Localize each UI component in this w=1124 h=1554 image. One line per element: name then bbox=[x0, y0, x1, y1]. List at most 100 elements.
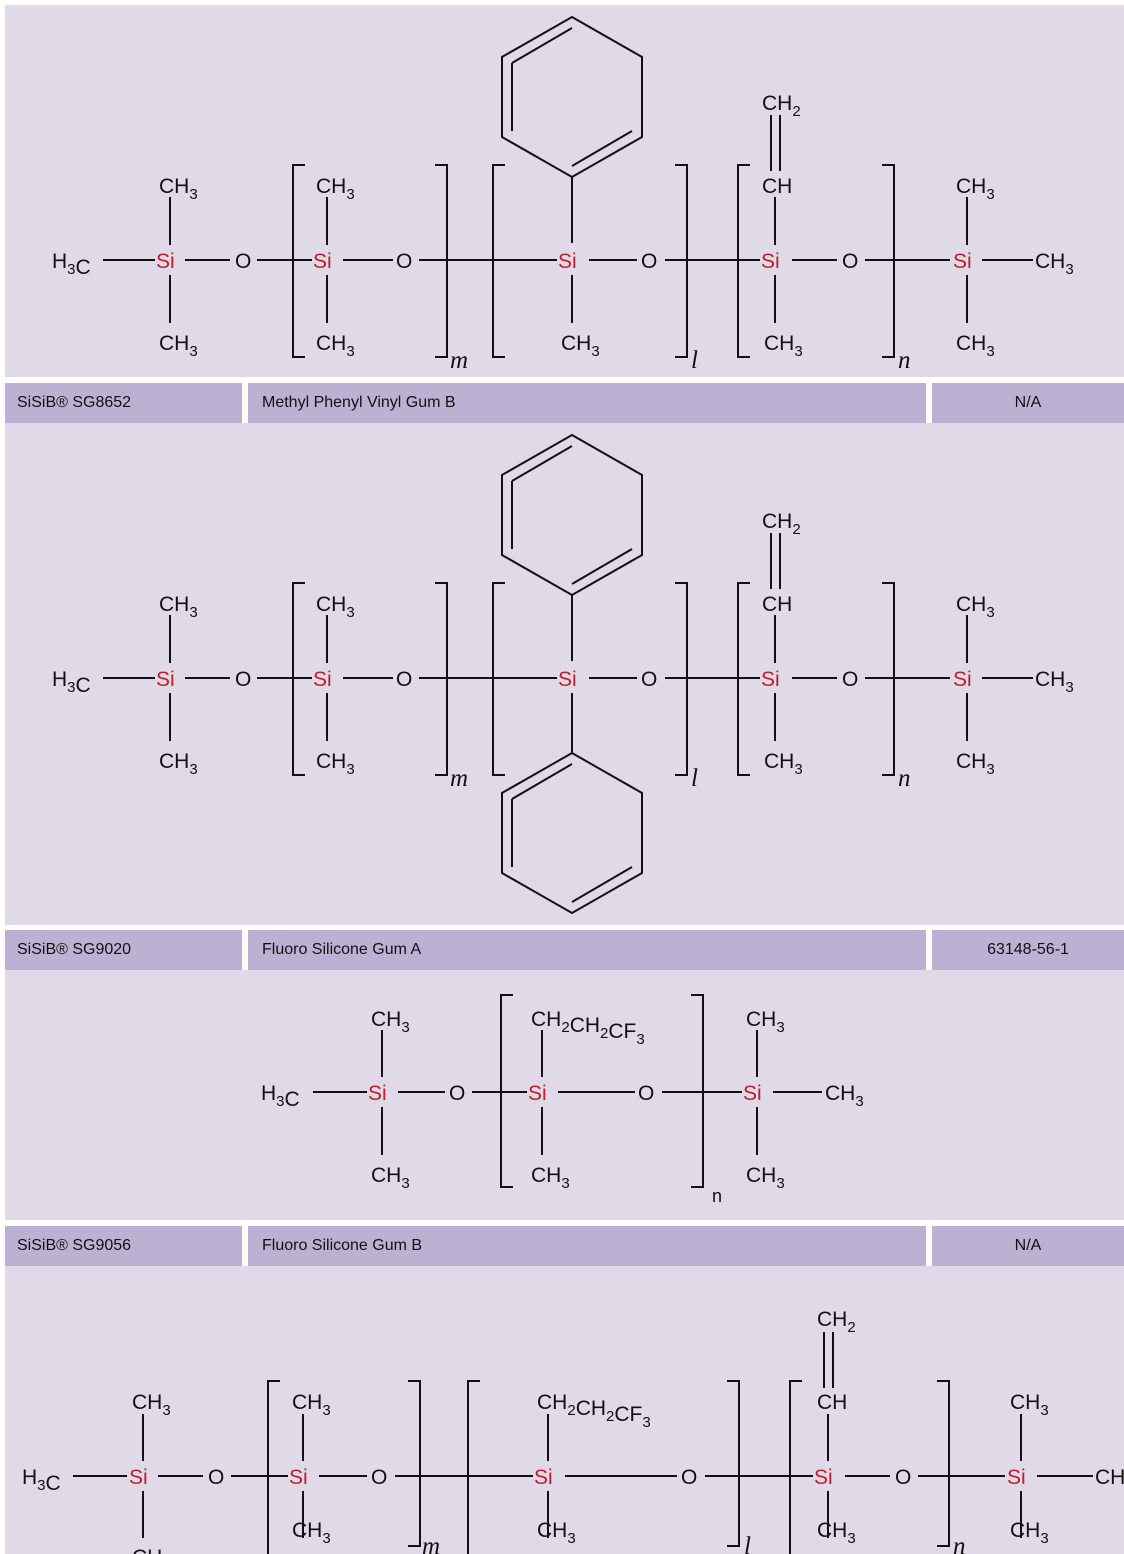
product-code: SiSiB® SG9056 bbox=[5, 1226, 242, 1266]
silicon-label: Si bbox=[761, 668, 780, 691]
oxygen-label: O bbox=[235, 250, 251, 273]
chemical-structure-3: H3C Si O Si O Si CH3 CH3 CH3 CH2CH2CF3 C… bbox=[261, 994, 864, 1206]
methyl-label: CH3 bbox=[316, 175, 355, 203]
oxygen-label: O bbox=[208, 1466, 224, 1489]
chemical-structure-2: H3C Si O Si O Si O Si O Si CH3 CH3 CH3 C… bbox=[52, 433, 1074, 915]
silicon-label: Si bbox=[313, 250, 332, 273]
methine-label: CH bbox=[762, 175, 792, 198]
methyl-label: CH3 bbox=[316, 332, 355, 360]
methyl-label: CH3 bbox=[159, 332, 198, 360]
methyl-label: CH3 bbox=[159, 175, 198, 203]
repeat-index-m: m bbox=[422, 1533, 440, 1554]
methyl-label: CH3 bbox=[371, 1008, 410, 1036]
methylene-label: CH2 bbox=[762, 92, 801, 120]
oxygen-label: O bbox=[235, 668, 251, 691]
oxygen-label: O bbox=[641, 668, 657, 691]
silicon-label: Si bbox=[558, 668, 577, 691]
silicon-label: Si bbox=[156, 250, 175, 273]
silicon-label: Si bbox=[814, 1466, 833, 1489]
cas-number: N/A bbox=[932, 1226, 1124, 1266]
methyl-label: H3C bbox=[22, 1466, 61, 1495]
cas-number: N/A bbox=[932, 383, 1124, 423]
methyl-label: CH3 bbox=[1035, 250, 1074, 278]
methyl-label: CH3 bbox=[956, 175, 995, 203]
methine-label: CH bbox=[817, 1391, 847, 1414]
methyl-label: CH3 bbox=[956, 750, 995, 778]
methyl-label: CH3 bbox=[746, 1164, 785, 1192]
repeat-index-m: m bbox=[450, 347, 468, 374]
oxygen-label: O bbox=[641, 250, 657, 273]
silicon-label: Si bbox=[953, 668, 972, 691]
methyl-label: CH3 bbox=[561, 332, 600, 360]
oxygen-label: O bbox=[396, 668, 412, 691]
repeat-index-l: l bbox=[744, 1533, 751, 1554]
product-name: Methyl Phenyl Vinyl Gum B bbox=[248, 383, 926, 423]
oxygen-label: O bbox=[371, 1466, 387, 1489]
methyl-label: CH3 bbox=[371, 1164, 410, 1192]
product-code: SiSiB® SG9020 bbox=[5, 930, 242, 970]
product-row: SiSiB® SG8652 Methyl Phenyl Vinyl Gum B … bbox=[5, 383, 1124, 423]
oxygen-label: O bbox=[638, 1082, 654, 1105]
silicon-label: Si bbox=[129, 1466, 148, 1489]
methyl-label: CH3 bbox=[956, 332, 995, 360]
silicon-label: Si bbox=[1007, 1466, 1026, 1489]
trifluoropropyl-label: CH2CH2CF3 bbox=[531, 1008, 645, 1048]
oxygen-label: O bbox=[842, 250, 858, 273]
silicon-label: Si bbox=[289, 1466, 308, 1489]
methine-label: CH bbox=[762, 593, 792, 616]
silicon-label: Si bbox=[368, 1082, 387, 1105]
methyl-label: CH3 bbox=[292, 1519, 331, 1547]
methyl-label: CH3 bbox=[956, 593, 995, 621]
methyl-label: CH3 bbox=[764, 332, 803, 360]
methyl-label: CH3 bbox=[159, 750, 198, 778]
repeat-index-l: l bbox=[691, 765, 698, 792]
silicon-label: Si bbox=[761, 250, 780, 273]
product-name: Fluoro Silicone Gum A bbox=[248, 930, 926, 970]
silicon-label: Si bbox=[528, 1082, 547, 1105]
repeat-index-n: n bbox=[953, 1533, 966, 1554]
product-name: Fluoro Silicone Gum B bbox=[248, 1226, 926, 1266]
structure-panel-2: H3C Si O Si O Si O Si O Si CH3 CH3 CH3 C… bbox=[5, 423, 1124, 925]
methyl-label: H3C bbox=[52, 668, 91, 697]
methylene-label: CH2 bbox=[817, 1308, 856, 1336]
methyl-label: CH3 bbox=[132, 1391, 171, 1419]
silicon-label: Si bbox=[558, 250, 577, 273]
methyl-label: CH3 bbox=[1010, 1391, 1049, 1419]
structure-panel-1: H3C Si O Si O Si O Si O Si CH3 CH3 CH3 C… bbox=[5, 5, 1124, 377]
oxygen-label: O bbox=[842, 668, 858, 691]
methyl-label: H3C bbox=[261, 1082, 300, 1111]
product-row: SiSiB® SG9020 Fluoro Silicone Gum A 6314… bbox=[5, 930, 1124, 970]
methyl-label: CH3 bbox=[531, 1164, 570, 1192]
repeat-index-n: n bbox=[712, 1186, 722, 1206]
trifluoropropyl-label: CH2CH2CF3 bbox=[537, 1391, 651, 1431]
methyl-label: CH3 bbox=[159, 593, 198, 621]
silicon-label: Si bbox=[743, 1082, 762, 1105]
oxygen-label: O bbox=[449, 1082, 465, 1105]
methyl-label: CH3 bbox=[825, 1082, 864, 1110]
repeat-index-l: l bbox=[691, 347, 698, 374]
silicon-label: Si bbox=[534, 1466, 553, 1489]
methyl-label: CH3 bbox=[1035, 668, 1074, 696]
methyl-label: CH3 bbox=[1095, 1466, 1124, 1494]
repeat-index-m: m bbox=[450, 765, 468, 792]
silicon-label: Si bbox=[156, 668, 175, 691]
product-row: SiSiB® SG9056 Fluoro Silicone Gum B N/A bbox=[5, 1226, 1124, 1266]
methyl-label: CH3 bbox=[746, 1008, 785, 1036]
methyl-label: CH3 bbox=[132, 1546, 171, 1554]
oxygen-label: O bbox=[681, 1466, 697, 1489]
methyl-label: CH3 bbox=[292, 1391, 331, 1419]
methyl-label: CH3 bbox=[764, 750, 803, 778]
methyl-label: CH3 bbox=[1010, 1519, 1049, 1547]
oxygen-label: O bbox=[895, 1466, 911, 1489]
repeat-index-n: n bbox=[898, 347, 911, 374]
silicon-label: Si bbox=[953, 250, 972, 273]
oxygen-label: O bbox=[396, 250, 412, 273]
structure-panel-3: H3C Si O Si O Si CH3 CH3 CH3 CH2CH2CF3 C… bbox=[5, 970, 1124, 1220]
repeat-index-n: n bbox=[898, 765, 911, 792]
methyl-label: H3C bbox=[52, 250, 91, 279]
silicon-label: Si bbox=[313, 668, 332, 691]
structure-panel-4: H3C Si O Si O Si O Si O Si CH3 CH3 CH3 C… bbox=[5, 1266, 1124, 1554]
methylene-label: CH2 bbox=[762, 510, 801, 538]
methyl-label: CH3 bbox=[316, 750, 355, 778]
methyl-label: CH3 bbox=[537, 1519, 576, 1547]
